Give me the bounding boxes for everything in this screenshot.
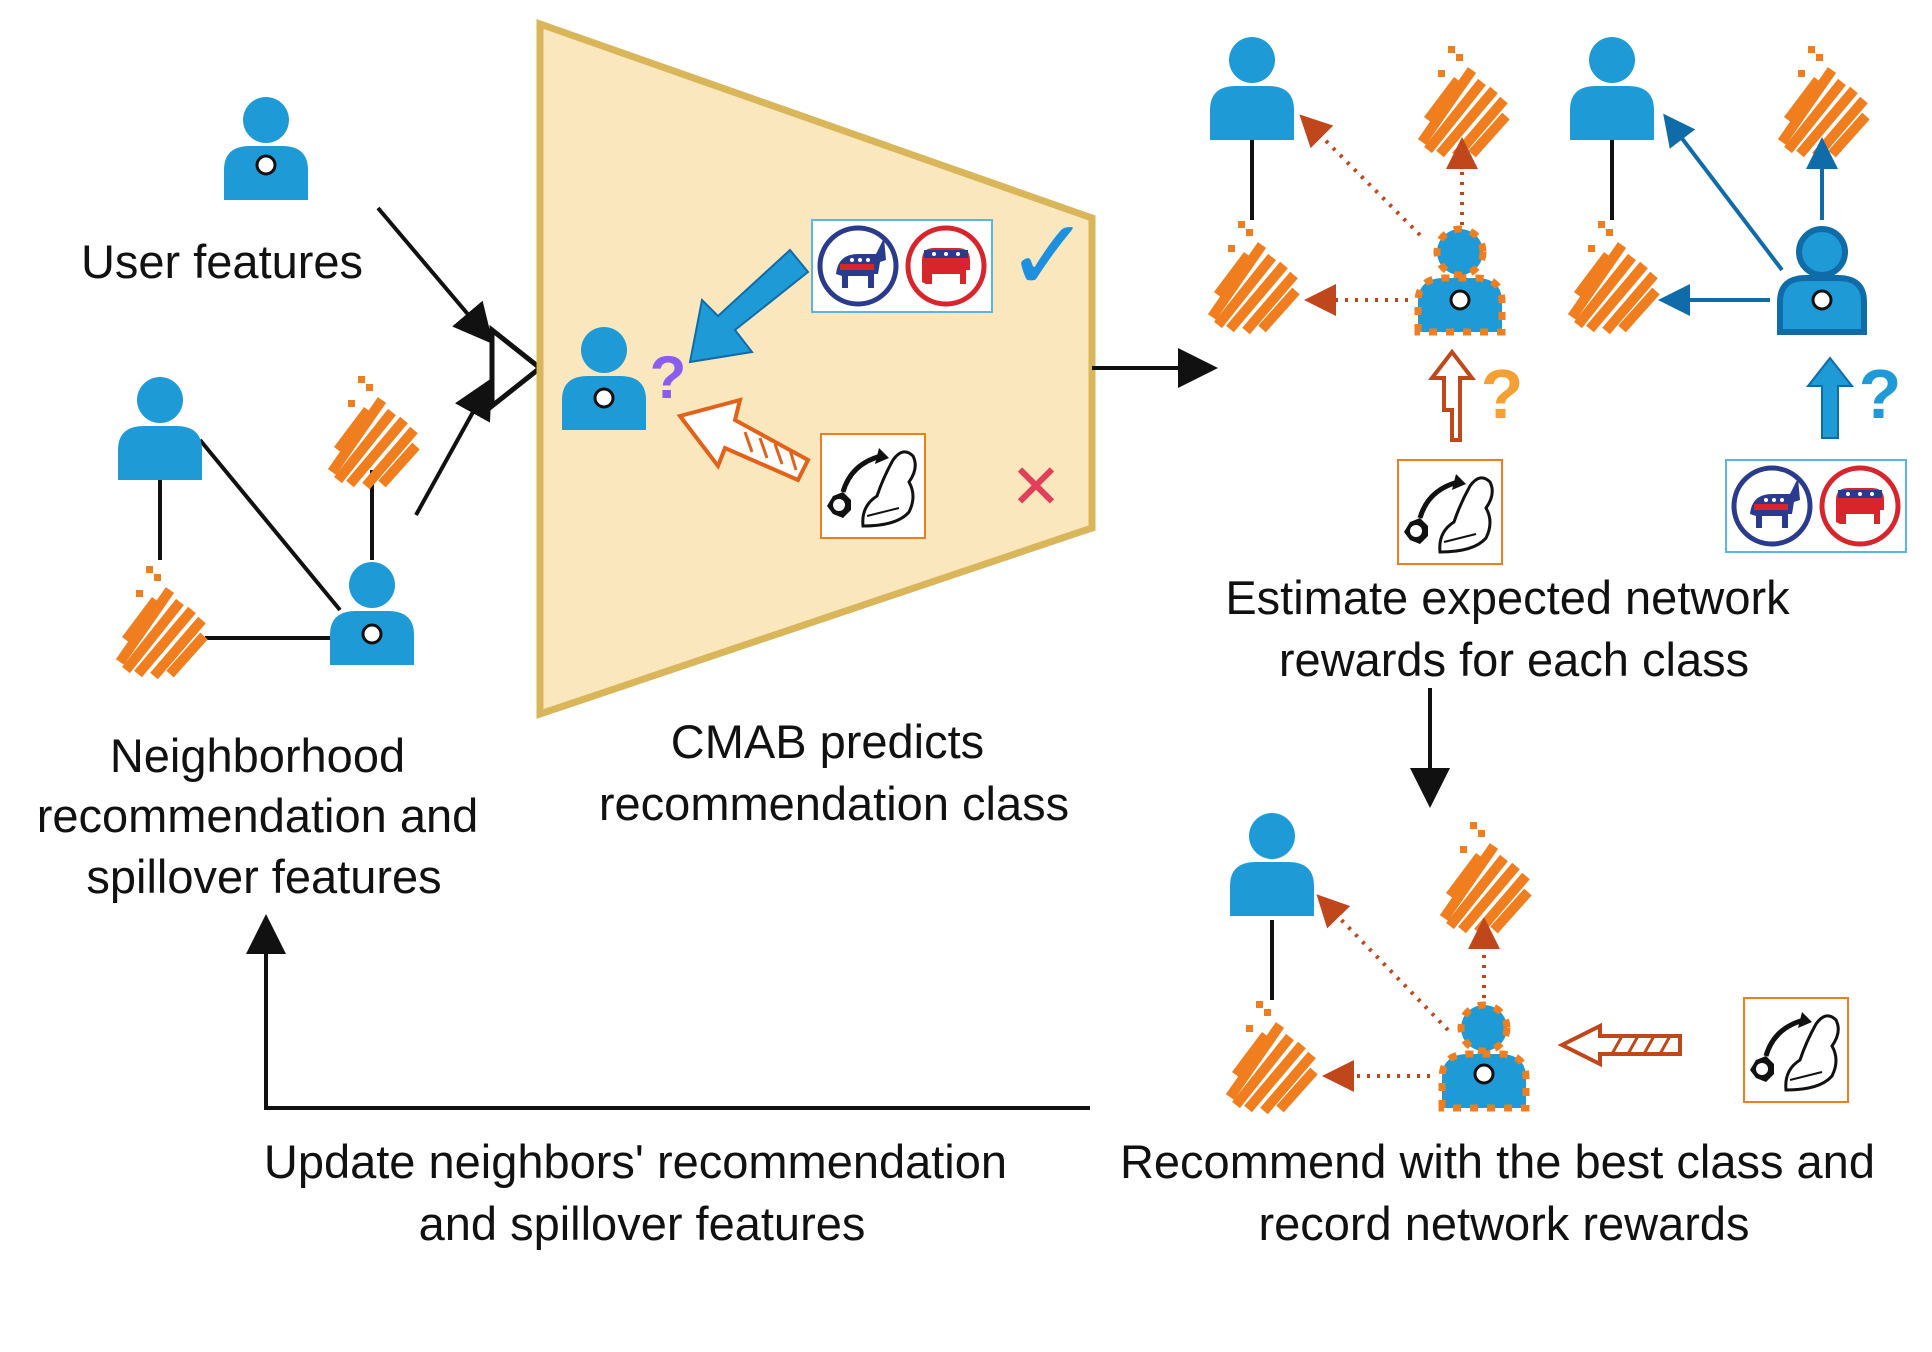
estimate-graph-fitness <box>1210 37 1506 332</box>
neighborhood-label: Neighborhood recommendation and spillove… <box>37 729 492 903</box>
party-prediction-arrow <box>688 248 810 364</box>
recommend-label: Recommend with the best class and record… <box>1120 1135 1888 1250</box>
center-user-icon <box>330 562 414 665</box>
neighbor-hatched-node-icon-2 <box>120 566 204 676</box>
cmab-parties-icon <box>812 220 992 312</box>
cross-mark: ✕ <box>1010 453 1062 522</box>
cmab-fitness-icon <box>821 434 925 538</box>
recommend-arrow <box>1557 1022 1682 1068</box>
estimate-label: Estimate expected network rewards for ea… <box>1225 571 1802 686</box>
user-features-label: User features <box>81 235 363 288</box>
update-label: Update neighbors' recommendation and spi… <box>264 1135 1020 1250</box>
neighborhood-arrow <box>414 378 492 516</box>
merge-triangle <box>489 324 545 412</box>
neighborhood-graph <box>118 376 416 676</box>
recommend-graph <box>1230 813 1528 1111</box>
parties-up-arrow <box>1805 356 1855 439</box>
neighbor-user-icon <box>118 377 202 480</box>
recommend-fitness-icon <box>1744 998 1848 1102</box>
estimate-fitness-icon <box>1398 460 1502 564</box>
estimate-parties-icon <box>1726 460 1906 552</box>
fitness-prediction-arrow <box>676 397 811 483</box>
cmab-question-mark: ? <box>650 344 687 411</box>
feedback-loop-arrow <box>246 914 1090 1110</box>
user-features-user-icon <box>224 97 308 200</box>
user-features-arrow <box>376 206 494 345</box>
fitness-question-mark: ? <box>1481 355 1524 433</box>
estimate-graph-parties <box>1570 37 1866 332</box>
cmab-model-box <box>536 19 1096 719</box>
parties-question-mark: ? <box>1859 355 1902 433</box>
cmab-label: CMAB predicts recommendation class <box>599 715 1069 830</box>
neighbor-hatched-node-icon <box>332 376 416 486</box>
fitness-up-arrow <box>1427 348 1477 442</box>
check-mark: ✓ <box>1006 200 1090 312</box>
